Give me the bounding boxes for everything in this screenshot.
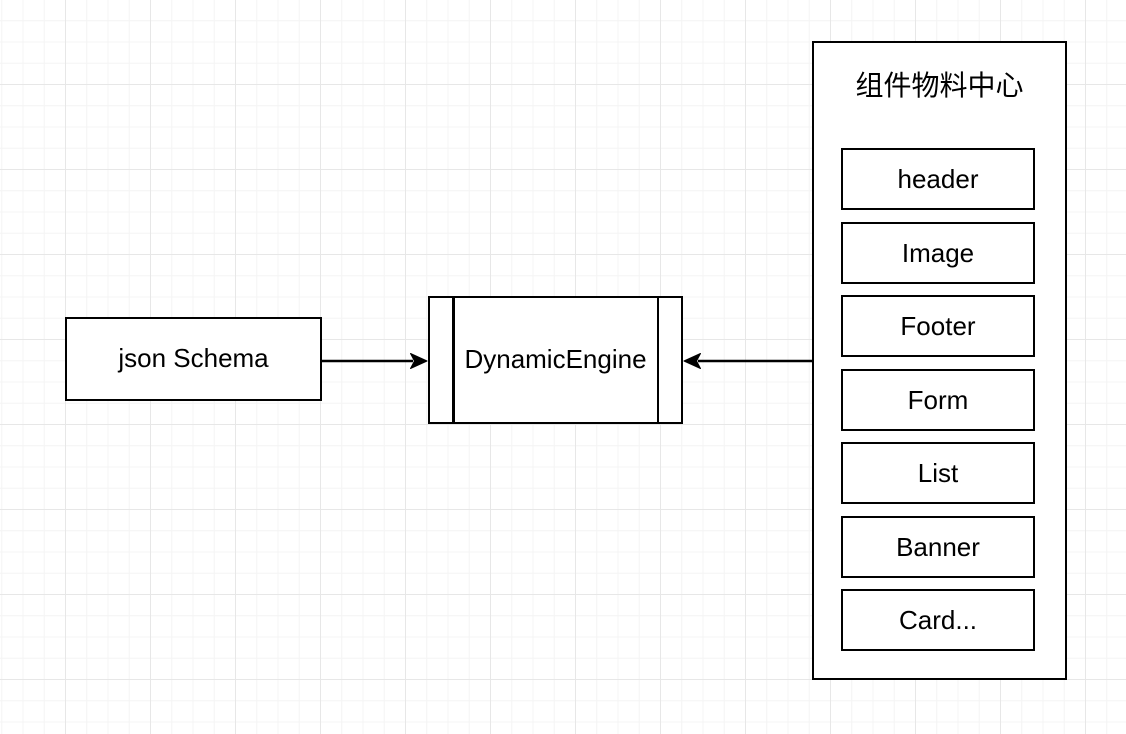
component-box-header: header [841,148,1035,210]
component-box-image-label: Image [901,237,975,268]
node-material-center: 组件物料中心 header Image Footer Form List Ban… [812,41,1067,680]
node-json-schema: json Schema [65,317,322,401]
component-box-list-label: List [917,457,959,488]
node-dynamic-engine: DynamicEngine [428,296,683,424]
component-box-header-label: header [897,163,979,194]
component-box-image: Image [841,222,1035,284]
process-bar-left-divider [452,298,455,422]
component-box-footer-label: Footer [900,310,976,341]
component-box-banner: Banner [841,516,1035,578]
component-box-footer: Footer [841,295,1035,357]
component-box-form: Form [841,369,1035,431]
component-box-card: Card... [841,589,1035,651]
component-box-banner-label: Banner [896,531,980,562]
node-json-schema-label: json Schema [118,343,269,374]
component-box-card-label: Card... [898,604,978,635]
node-dynamic-engine-label: DynamicEngine [464,344,647,375]
process-bar-right-divider [656,298,659,422]
component-box-form-label: Form [907,384,969,415]
component-box-list: List [841,442,1035,504]
arrow-materials-to-engine [683,353,812,369]
material-center-title: 组件物料中心 [855,70,1024,101]
arrow-schema-to-engine [322,353,428,369]
